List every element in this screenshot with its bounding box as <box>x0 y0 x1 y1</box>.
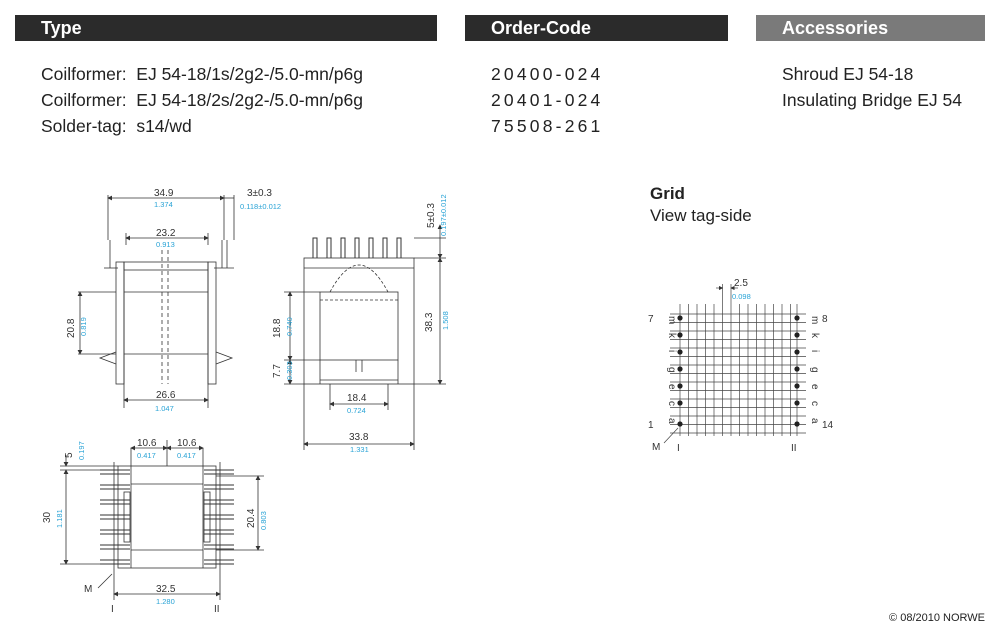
dim-18-4: 18.4 <box>347 393 367 404</box>
grid-subtitle: View tag-side <box>650 206 752 225</box>
dim-32-5-in: 1.280 <box>156 597 175 606</box>
grid-row-ii: II <box>791 443 797 454</box>
header-accessories: Accessories <box>756 15 985 41</box>
grid-left-g: g <box>666 367 677 373</box>
label-m-bottom: M <box>84 584 92 595</box>
grid-left-e: e <box>666 384 677 390</box>
dim-20-4: 20.4 <box>246 508 257 528</box>
type-row-2: Coilformer: EJ 54-18/2s/2g2-/5.0-mn/p6g <box>41 90 363 110</box>
grid-left-i: i <box>666 350 677 352</box>
dim-7-7: 7.7 <box>272 364 283 378</box>
grid-pin-8: 8 <box>822 314 828 325</box>
dim-5-b-in: 0.197 <box>77 441 86 460</box>
order-code-2: 20401-024 <box>491 90 604 110</box>
grid-row-i: I <box>677 443 680 454</box>
dim-38-3-in: 1.508 <box>441 311 450 330</box>
dim-33-8: 33.8 <box>349 432 369 443</box>
grid-right-c: c <box>809 401 820 406</box>
accessory-2: Insulating Bridge EJ 54 <box>782 90 962 110</box>
dim-34-9-in: 1.374 <box>154 200 173 209</box>
dim-23-2: 23.2 <box>156 228 176 239</box>
grid-dim-2-5: 2.5 <box>734 278 748 289</box>
dim-20-8-in: 0.819 <box>79 317 88 336</box>
dim-33-8-in: 1.331 <box>350 445 369 454</box>
grid-right-a: a <box>809 418 820 424</box>
dim-3: 3±0.3 <box>247 188 272 199</box>
header-type: Type <box>15 15 437 41</box>
dim-5: 5±0.3 <box>426 203 437 228</box>
grid-right-g: g <box>809 367 820 373</box>
dim-18-8: 18.8 <box>272 318 283 338</box>
front-view-drawing <box>77 195 235 408</box>
dim-5-in: 0.197±0.012 <box>439 194 448 236</box>
grid-right-i: i <box>809 350 820 352</box>
accessory-1: Shroud EJ 54-18 <box>782 64 914 84</box>
grid-left-k: k <box>666 333 677 339</box>
dim-30: 30 <box>42 511 53 523</box>
dim-26-6: 26.6 <box>156 390 176 401</box>
grid-label-m: M <box>652 442 660 453</box>
grid-pin-14: 14 <box>822 420 834 431</box>
order-code-3: 75508-261 <box>491 116 604 136</box>
grid-left-m: m <box>666 316 677 324</box>
label-row-i-bottom: I <box>111 604 114 615</box>
dim-10-6-b: 10.6 <box>177 438 197 449</box>
grid-title: Grid <box>650 184 685 203</box>
order-code-1: 20400-024 <box>491 64 604 84</box>
dim-5-b: 5 <box>64 452 75 458</box>
grid-pin-7: 7 <box>648 314 654 325</box>
grid-dim-2-5-in: 0.098 <box>732 292 751 301</box>
dim-10-6-a: 10.6 <box>137 438 157 449</box>
dim-3-in: 0.118±0.012 <box>240 202 281 211</box>
bottom-view-drawing <box>60 440 264 600</box>
dim-20-8: 20.8 <box>66 318 77 338</box>
type-row-3: Solder-tag: s14/wd <box>41 116 192 136</box>
dim-20-4-in: 0.803 <box>259 511 268 530</box>
grid-pin-1: 1 <box>648 420 654 431</box>
type-row-1: Coilformer: EJ 54-18/1s/2g2-/5.0-mn/p6g <box>41 64 363 84</box>
dim-18-8-in: 0.740 <box>285 317 294 336</box>
grid-right-e: e <box>809 384 820 390</box>
grid-right-m: m <box>809 316 820 324</box>
dim-32-5: 32.5 <box>156 584 176 595</box>
dim-10-6-a-in: 0.417 <box>137 451 156 460</box>
grid-right-k: k <box>809 333 820 339</box>
copyright: © 08/2010 NORWE <box>889 612 985 624</box>
header-order-code: Order-Code <box>465 15 728 41</box>
dim-30-in: 1.181 <box>55 509 64 528</box>
label-row-ii-bottom: II <box>214 604 220 615</box>
grid-pins <box>677 315 800 427</box>
side-view-drawing <box>284 224 446 450</box>
dim-10-6-b-in: 0.417 <box>177 451 196 460</box>
dim-23-2-in: 0.913 <box>156 240 175 249</box>
dim-26-6-in: 1.047 <box>155 404 174 413</box>
dim-34-9: 34.9 <box>154 188 174 199</box>
dim-18-4-in: 0.724 <box>347 406 366 415</box>
dim-7-7-in: 0.303 <box>285 361 294 380</box>
grid-pattern <box>663 284 806 444</box>
grid-left-a: a <box>666 418 677 424</box>
dim-38-3: 38.3 <box>424 312 435 332</box>
grid-left-c: c <box>666 401 677 406</box>
